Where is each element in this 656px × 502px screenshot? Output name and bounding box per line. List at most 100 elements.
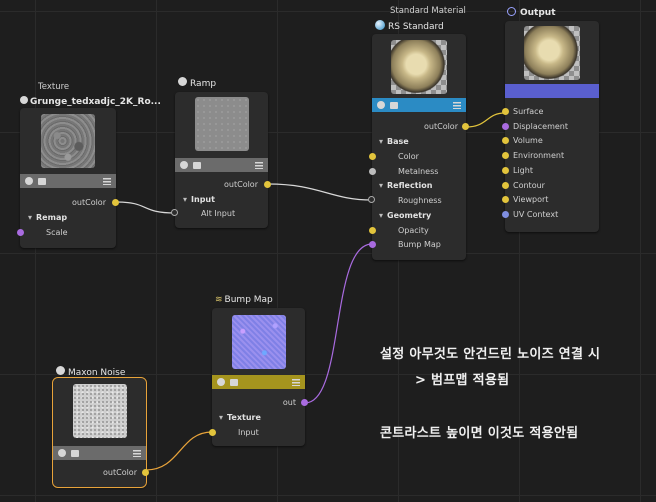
image-preview-icon[interactable]: [193, 161, 201, 169]
image-preview-icon[interactable]: [230, 378, 238, 386]
bump-preview: [231, 315, 286, 369]
output-port-label: Volume: [513, 136, 543, 146]
material-preview: [391, 40, 447, 94]
node-globe-icon: [56, 366, 65, 375]
material-bump-map-port[interactable]: [369, 241, 376, 248]
output-port-displacement[interactable]: [502, 122, 509, 130]
wire-bump-to-bumpmap: [304, 243, 373, 404]
bump-out-port[interactable]: [301, 399, 308, 406]
output-port-light[interactable]: [502, 166, 509, 174]
shader-icon[interactable]: [180, 161, 188, 169]
wire-ramp-to-roughness: [267, 183, 373, 201]
texture-preview: [41, 114, 95, 168]
noise-node-toolbar: [53, 446, 146, 460]
texture-out-port[interactable]: [112, 199, 119, 206]
shader-icon[interactable]: [25, 177, 33, 185]
menu-icon[interactable]: [133, 449, 141, 457]
image-preview-icon[interactable]: [390, 101, 398, 109]
material-metalness-port[interactable]: [369, 168, 376, 175]
wire-noise-to-bump: [145, 431, 213, 471]
node-globe-icon: [20, 96, 28, 104]
output-port-environment[interactable]: [502, 152, 509, 160]
texture-scale-port[interactable]: [17, 229, 24, 236]
bump-input-label: Input: [238, 428, 259, 437]
ramp-node-title[interactable]: Ramp: [178, 77, 216, 89]
menu-icon[interactable]: [255, 161, 263, 169]
image-preview-icon[interactable]: [38, 177, 46, 185]
material-roughness-port[interactable]: [368, 196, 375, 203]
shader-icon[interactable]: [377, 101, 385, 109]
texture-scale-label: Scale: [46, 228, 68, 237]
output-port-volume[interactable]: [502, 137, 509, 145]
rs-standard-node[interactable]: outColor Base Color Metalness Reflection…: [368, 34, 469, 260]
shader-icon[interactable]: [58, 449, 66, 457]
output-node-name: Output: [520, 8, 556, 18]
material-color-label: Color: [398, 152, 419, 161]
output-port-label: Displacement: [513, 121, 568, 131]
shader-icon[interactable]: [217, 378, 225, 386]
ramp-input-group[interactable]: Input: [183, 195, 215, 204]
annotation-line-3: 콘트라스트 높이면 이것도 적용안됨: [380, 426, 579, 441]
noise-out-port[interactable]: [142, 469, 149, 476]
output-port-surface[interactable]: [502, 108, 509, 115]
material-opacity-port[interactable]: [369, 227, 376, 234]
bump-out-port-label: out: [282, 398, 296, 407]
bump-texture-group[interactable]: Texture: [219, 413, 261, 422]
texture-type-label: Texture: [38, 82, 70, 92]
wire-texture-to-ramp: [115, 201, 176, 214]
ramp-node-toolbar: [175, 158, 268, 172]
ramp-out-port-label: outColor: [224, 180, 258, 189]
output-node-title[interactable]: Output: [507, 7, 556, 18]
material-bump-map-label: Bump Map: [398, 240, 441, 249]
annotation-line-2: > 범프맵 적용됨: [415, 373, 510, 388]
output-port-uv-context[interactable]: [502, 210, 509, 218]
ramp-alt-input-port[interactable]: [171, 209, 178, 216]
output-port-label: Light: [513, 165, 533, 175]
ramp-out-port[interactable]: [264, 181, 271, 188]
texture-node-toolbar: [20, 174, 116, 188]
ramp-preview: [194, 97, 249, 151]
material-reflection-group[interactable]: Reflection: [379, 181, 432, 190]
bump-input-port[interactable]: [209, 429, 216, 436]
output-port-label: Surface: [513, 107, 544, 116]
maxon-noise-node[interactable]: Maxon Noise outColor: [52, 366, 149, 488]
output-port-label: UV Context: [513, 209, 559, 219]
material-type-label: Standard Material: [390, 6, 466, 16]
menu-icon[interactable]: [453, 101, 461, 109]
texture-remap-group[interactable]: Remap: [28, 213, 67, 222]
menu-icon[interactable]: [103, 177, 111, 185]
output-port-viewport[interactable]: [502, 196, 509, 204]
bump-node-name: Bump Map: [224, 295, 273, 305]
output-preview: [524, 26, 580, 80]
output-port-label: Environment: [513, 151, 565, 161]
bump-node-toolbar: [212, 375, 305, 389]
bump-node-title[interactable]: ≋Bump Map: [215, 295, 273, 305]
material-out-port-label: outColor: [424, 122, 458, 131]
output-node-bar: [505, 84, 599, 98]
material-node-title[interactable]: RS Standard: [375, 20, 444, 32]
texture-node[interactable]: outColor Remap Scale: [17, 108, 119, 248]
output-port-label: Viewport: [513, 195, 549, 205]
material-node-name: RS Standard: [388, 22, 444, 32]
material-out-port[interactable]: [462, 123, 469, 130]
material-opacity-label: Opacity: [398, 226, 429, 235]
material-color-port[interactable]: [369, 153, 376, 160]
ramp-alt-input-label: Alt Input: [201, 209, 236, 218]
image-preview-icon[interactable]: [71, 449, 79, 457]
texture-out-port-label: outColor: [72, 198, 106, 207]
texture-node-name: Grunge_tedxadjc_2K_Ro...: [30, 97, 161, 107]
menu-icon[interactable]: [292, 378, 300, 386]
material-base-group[interactable]: Base: [379, 137, 409, 146]
material-sphere-icon: [375, 20, 385, 30]
noise-node-title[interactable]: Maxon Noise: [56, 366, 125, 378]
output-port-contour[interactable]: [502, 181, 509, 189]
ramp-node[interactable]: outColor Input Alt Input: [171, 92, 271, 228]
noise-out-port-label: outColor: [103, 468, 137, 477]
annotation-line-1: 설정 아무것도 안건드린 노이즈 연결 시: [380, 347, 601, 362]
material-node-toolbar: [372, 98, 466, 112]
noise-node-name: Maxon Noise: [68, 368, 126, 378]
texture-node-title[interactable]: Grunge_tedxadjc_2K_Ro...: [20, 96, 161, 107]
bump-map-node[interactable]: out Texture Input: [209, 308, 308, 446]
material-geometry-group[interactable]: Geometry: [379, 211, 431, 220]
